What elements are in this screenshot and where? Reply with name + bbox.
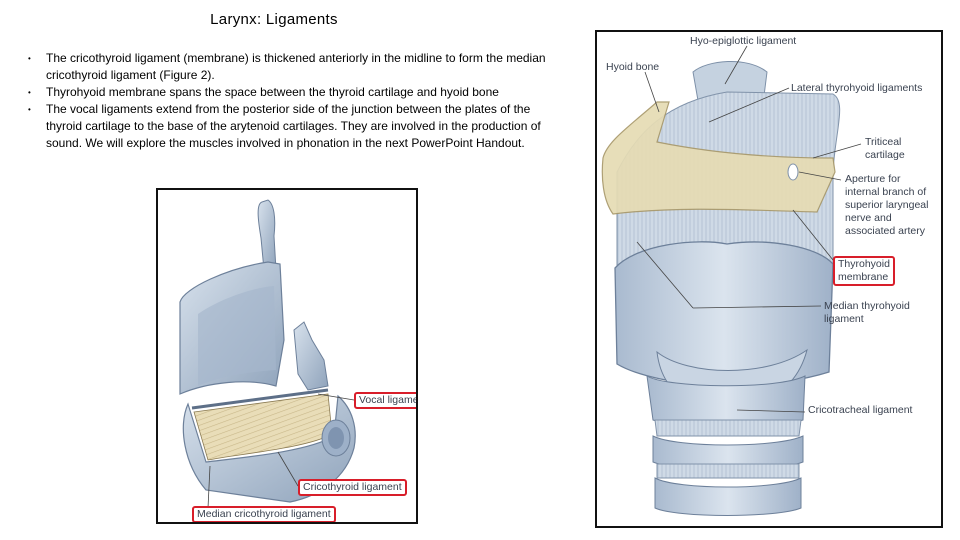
label-triticeal-cartilage: Triticeal cartilage bbox=[865, 136, 905, 161]
larynx-sagittal-illustration bbox=[179, 199, 356, 509]
bullet-item: • Thyrohyoid membrane spans the space bet… bbox=[24, 84, 554, 101]
bullet-text: The vocal ligaments extend from the post… bbox=[46, 102, 541, 150]
bullet-icon: • bbox=[28, 88, 31, 97]
bullet-text: Thyrohyoid membrane spans the space betw… bbox=[46, 85, 499, 99]
figure-larynx-anterior: Hyo-epiglottic ligament Hyoid bone Later… bbox=[595, 30, 943, 528]
figure-larynx-sagittal: Vocal ligament Cricothyroid ligament Med… bbox=[156, 188, 418, 524]
label-vocal-ligament: Vocal ligament bbox=[354, 392, 416, 409]
bullet-item: • The vocal ligaments extend from the pos… bbox=[24, 101, 554, 152]
label-hyo-epiglottic-ligament: Hyo-epiglottic ligament bbox=[690, 35, 797, 47]
bullet-item: • The cricothyroid ligament (membrane) is… bbox=[24, 50, 554, 84]
label-median-cricothyroid-ligament: Median cricothyroid ligament bbox=[192, 506, 336, 522]
larynx-anterior-illustration bbox=[601, 45, 862, 516]
bullet-list: • The cricothyroid ligament (membrane) is… bbox=[24, 50, 554, 152]
label-median-thyrohyoid-ligament: Median thyrohyoid ligament bbox=[824, 300, 910, 325]
label-hyoid-bone: Hyoid bone bbox=[606, 61, 660, 73]
bullet-text: The cricothyroid ligament (membrane) is … bbox=[46, 51, 546, 82]
label-lateral-thyrohyoid-ligaments: Lateral thyrohyoid ligaments bbox=[791, 82, 923, 94]
label-aperture: Aperture for internal branch of superior… bbox=[845, 173, 929, 237]
slide-title: Larynx: Ligaments bbox=[210, 11, 338, 28]
label-cricothyroid-ligament: Cricothyroid ligament bbox=[298, 479, 407, 496]
label-thyrohyoid-membrane: Thyrohyoid membrane bbox=[833, 256, 895, 286]
bullet-icon: • bbox=[28, 105, 31, 114]
label-cricotracheal-ligament: Cricotracheal ligament bbox=[808, 404, 913, 416]
bullet-icon: • bbox=[28, 54, 31, 63]
